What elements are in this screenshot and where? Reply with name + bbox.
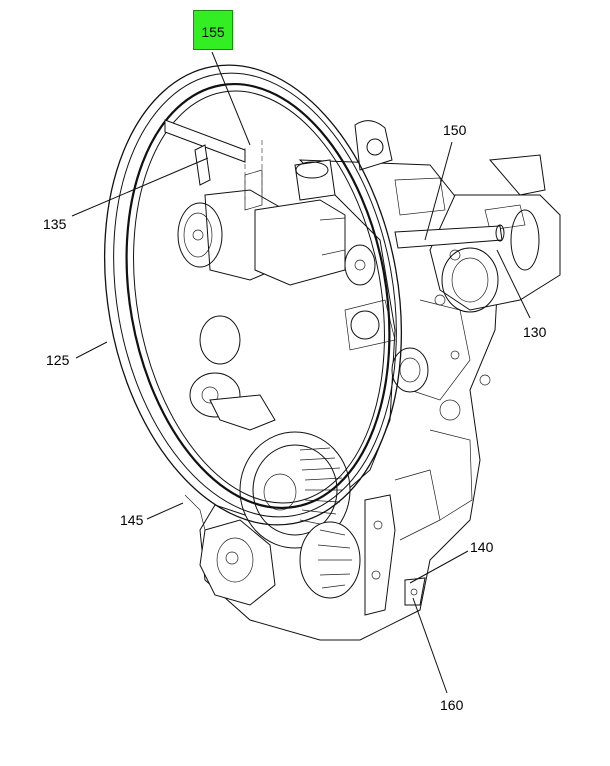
lower-mount <box>364 494 426 616</box>
ac-compressor <box>177 159 346 286</box>
callout-135[interactable]: 135 <box>43 216 67 232</box>
mounting-bracket <box>429 154 561 313</box>
callout-150[interactable]: 150 <box>443 122 467 138</box>
callout-155[interactable]: 155 <box>193 10 233 50</box>
callout-125[interactable]: 125 <box>46 352 70 368</box>
callout-145[interactable]: 145 <box>120 512 144 528</box>
lifting-eye <box>354 120 393 171</box>
ring-belt-guard <box>103 64 403 526</box>
leader-lines <box>71 51 531 694</box>
callout-130[interactable]: 130 <box>523 324 547 340</box>
coolant-tube <box>394 224 505 249</box>
crankshaft-damper <box>239 431 361 599</box>
lower-housing <box>184 494 276 606</box>
callout-140[interactable]: 140 <box>470 539 494 555</box>
guard-strut <box>164 119 246 186</box>
callout-160[interactable]: 160 <box>440 697 464 713</box>
